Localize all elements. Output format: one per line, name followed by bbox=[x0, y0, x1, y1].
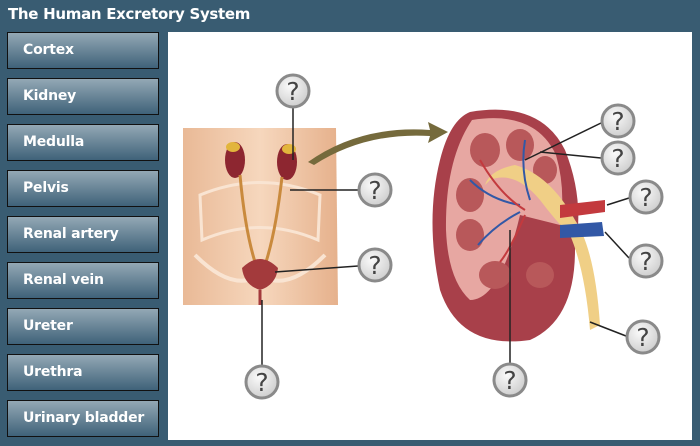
drop-target-marker[interactable]: ? bbox=[625, 319, 661, 355]
label-kidney[interactable]: Kidney bbox=[7, 78, 159, 115]
drop-target-marker[interactable]: ? bbox=[275, 73, 311, 109]
leader-lines bbox=[261, 108, 630, 365]
label-urinary-bladder[interactable]: Urinary bladder bbox=[7, 400, 159, 437]
label-renal-artery[interactable]: Renal artery bbox=[7, 216, 159, 253]
question-mark: ? bbox=[503, 366, 516, 395]
label-medulla[interactable]: Medulla bbox=[7, 124, 159, 161]
question-circle-icon bbox=[600, 140, 636, 176]
question-mark: ? bbox=[639, 247, 652, 276]
question-mark: ? bbox=[611, 144, 624, 173]
question-circle-icon bbox=[357, 172, 393, 208]
question-circle-icon bbox=[275, 73, 311, 109]
label-renal-vein[interactable]: Renal vein bbox=[7, 262, 159, 299]
page-title: The Human Excretory System bbox=[8, 5, 251, 23]
label-urethra[interactable]: Urethra bbox=[7, 354, 159, 391]
diagram-illustration: ?????????? bbox=[183, 73, 664, 400]
question-circle-icon bbox=[628, 243, 664, 279]
drop-target-marker[interactable]: ? bbox=[357, 247, 393, 283]
drop-target-marker[interactable]: ? bbox=[244, 364, 280, 400]
arrow-icon bbox=[308, 122, 448, 165]
question-circle-icon bbox=[492, 362, 528, 398]
kidney-cross-section bbox=[432, 109, 605, 342]
question-circle-icon bbox=[600, 103, 636, 139]
drop-target-marker[interactable]: ? bbox=[628, 243, 664, 279]
question-mark: ? bbox=[639, 183, 652, 212]
question-circle-icon bbox=[357, 247, 393, 283]
question-mark: ? bbox=[255, 368, 268, 397]
drop-target-marker[interactable]: ? bbox=[628, 179, 664, 215]
question-circle-icon bbox=[625, 319, 661, 355]
drop-target-marker[interactable]: ? bbox=[357, 172, 393, 208]
drop-target-marker[interactable]: ? bbox=[600, 140, 636, 176]
label-pelvis[interactable]: Pelvis bbox=[7, 170, 159, 207]
drop-target-marker[interactable]: ? bbox=[600, 103, 636, 139]
question-mark: ? bbox=[368, 176, 381, 205]
question-mark: ? bbox=[286, 77, 299, 106]
question-circle-icon bbox=[628, 179, 664, 215]
question-circle-icon bbox=[244, 364, 280, 400]
label-ureter[interactable]: Ureter bbox=[7, 308, 159, 345]
drop-target-marker[interactable]: ? bbox=[492, 362, 528, 398]
torso-illustration bbox=[183, 128, 338, 305]
label-cortex[interactable]: Cortex bbox=[7, 32, 159, 69]
question-mark: ? bbox=[636, 323, 649, 352]
question-mark: ? bbox=[611, 107, 624, 136]
question-mark: ? bbox=[368, 251, 381, 280]
diagram-area: ?????????? bbox=[168, 32, 692, 440]
